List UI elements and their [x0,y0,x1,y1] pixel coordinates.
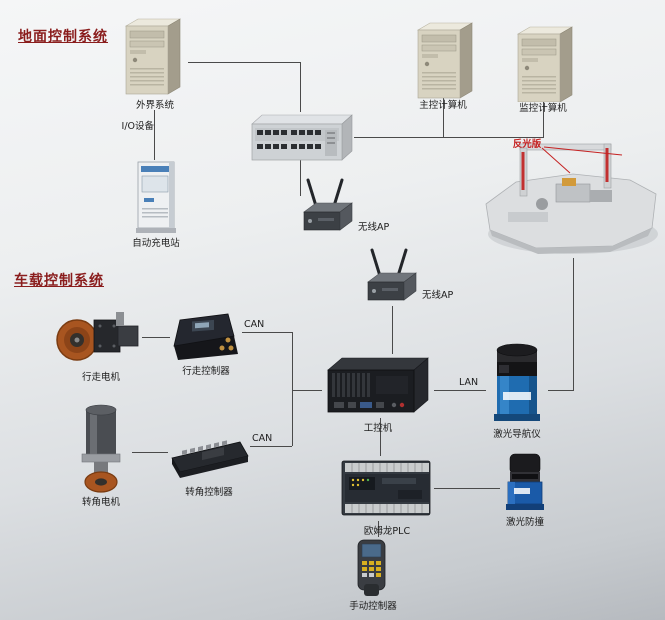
connector-can-to-ipc-h [292,390,322,391]
travel-controller-label: 行走控制器 [182,366,230,377]
monitor-computer-device [514,24,576,102]
laser-navigator-icon [494,343,540,421]
travel-controller-device [170,304,242,362]
industrial-pc-label: 工控机 [363,423,393,434]
steering-motor-device [70,402,132,496]
monitor-computer-label: 监控计算机 [519,103,567,114]
connector-switch-to-computers-h [354,137,544,138]
wireless-ap-icon [302,178,354,232]
wireless-ap-icon [366,248,418,302]
laser-navigator-device [486,340,548,428]
manual-controller-device [350,536,396,600]
wireless-ap-ground-label: 无线AP [358,222,390,233]
omron-plc-label: 欧姆龙PLC [363,526,411,537]
network-switch-icon [251,114,353,161]
connector-machine-v [573,258,574,390]
manual-controller-label: 手动控制器 [349,601,397,612]
connector-ipc-to-plc [380,418,381,456]
laser-anticollision-icon [506,453,544,510]
connector-steermotor-to-ctrl [132,452,168,453]
vehicle-section-title: 车载控制系统 [14,273,104,289]
laser-anticollision-device [500,450,550,514]
travel-motor-device [56,304,142,368]
machine-3d-icon [485,143,658,254]
network-switch-device [250,110,354,162]
connector-external-to-switch-v [300,62,301,112]
travel-motor-icon [56,312,139,361]
connector-ap-to-ipc [392,306,393,354]
laser-anticollision-label: 激光防撞 [505,517,544,528]
reflector-machine-device [478,132,662,260]
tower-pc-icon [125,18,181,95]
travel-controller-icon [173,313,238,360]
travel-motor-label: 行走电机 [81,372,120,383]
main-computer-device [414,20,476,100]
connector-monitor-computer-v [543,100,544,137]
steering-motor-icon [81,404,121,493]
omron-plc-device [340,455,434,521]
connector-travelctrl-can-h [242,332,292,333]
can-steering-edge-label: CAN [252,433,273,444]
main-computer-label: 主控计算机 [419,100,467,111]
reflector-panel-label: 反光版 [512,139,542,150]
tower-pc-icon [417,22,473,99]
reflector-leader-lines [541,146,623,174]
connector-main-computer-v [443,98,444,137]
manual-controller-icon [357,539,386,596]
charging-station-device [134,158,178,236]
external-system-label: 外界系统 [135,100,174,111]
ground-section-title: 地面控制系统 [18,29,108,45]
connector-ipc-to-lasernav-lan [434,390,486,391]
connector-switch-to-ap [300,160,301,196]
wireless-ap-ground-device [298,176,360,236]
wireless-ap-vehicle-label: 无线AP [422,290,454,301]
wireless-ap-vehicle-device [362,246,424,306]
steering-motor-label: 转角电机 [81,497,120,508]
steering-controller-label: 转角控制器 [185,487,233,498]
io-device-edge-label: I/O设备 [121,121,154,132]
connector-steerctrl-can-h [250,446,292,447]
steering-controller-device [168,430,252,484]
industrial-pc-icon [327,357,429,413]
connector-lasernav-to-machine-h [548,390,574,391]
connector-travelmotor-to-ctrl [142,337,170,338]
connector-plc-to-manual [378,521,379,537]
laser-navigator-label: 激光导航仪 [493,429,541,440]
industrial-pc-device [322,352,434,420]
charging-cabinet-icon [136,161,176,233]
can-travel-edge-label: CAN [244,319,265,330]
connector-external-to-switch-h [188,62,301,63]
lan-edge-label: LAN [459,377,479,388]
connector-plc-to-anticollision [434,488,500,489]
external-system-device [122,16,184,98]
plc-icon [341,460,431,516]
connector-external-to-charger [154,110,155,160]
charging-station-label: 自动充电站 [132,238,180,249]
steering-controller-icon [171,440,249,478]
connector-can-bus-v [292,332,293,446]
tower-pc-icon [517,26,573,102]
